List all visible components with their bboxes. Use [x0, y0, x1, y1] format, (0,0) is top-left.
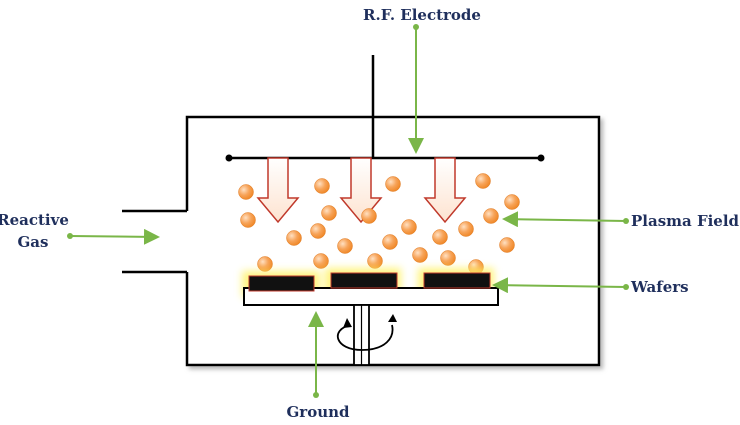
rotation-arrow-icon — [336, 324, 394, 351]
down-arrow — [256, 157, 300, 224]
plasma-particle — [440, 250, 456, 266]
label-wafers: Wafers — [630, 278, 689, 296]
label-rf-electrode: R.F. Electrode — [363, 6, 481, 24]
plasma-particle — [310, 223, 326, 239]
label-ground: Ground — [286, 403, 350, 421]
pointers — [67, 24, 629, 398]
plasma-particle — [475, 173, 491, 189]
wafer — [423, 272, 491, 289]
wafers — [248, 272, 491, 292]
plasma-particle — [313, 253, 329, 269]
plasma-particle — [337, 238, 353, 254]
label-plasma-field: Plasma Field — [631, 212, 740, 230]
plasma-particle — [286, 230, 302, 246]
wafer — [330, 272, 398, 289]
plasma-particle — [240, 212, 256, 228]
plasma-particle — [499, 237, 515, 253]
plasma-particle — [412, 247, 428, 263]
plasma-particle — [367, 253, 383, 269]
wafer — [248, 275, 315, 292]
plasma-particle — [257, 256, 273, 272]
plasma-particle — [504, 194, 520, 210]
plasma-particle — [401, 219, 417, 235]
plasma-particle — [432, 229, 448, 245]
plasma-particle — [238, 184, 254, 200]
gas-inlet — [122, 209, 192, 274]
rotation-shaft — [336, 304, 397, 366]
plasma-particle — [483, 208, 499, 224]
plasma-particle — [458, 221, 474, 237]
label-gas: Gas — [18, 233, 49, 251]
plasma-particle — [361, 208, 377, 224]
plasma-particle — [385, 176, 401, 192]
plasma-particle — [321, 205, 337, 221]
label-reactive: Reactive — [0, 211, 69, 229]
down-arrow — [423, 157, 467, 224]
flow-arrows — [256, 157, 467, 224]
plasma-particle — [382, 234, 398, 250]
plasma-particle — [314, 178, 330, 194]
plasma-particles — [238, 173, 520, 275]
